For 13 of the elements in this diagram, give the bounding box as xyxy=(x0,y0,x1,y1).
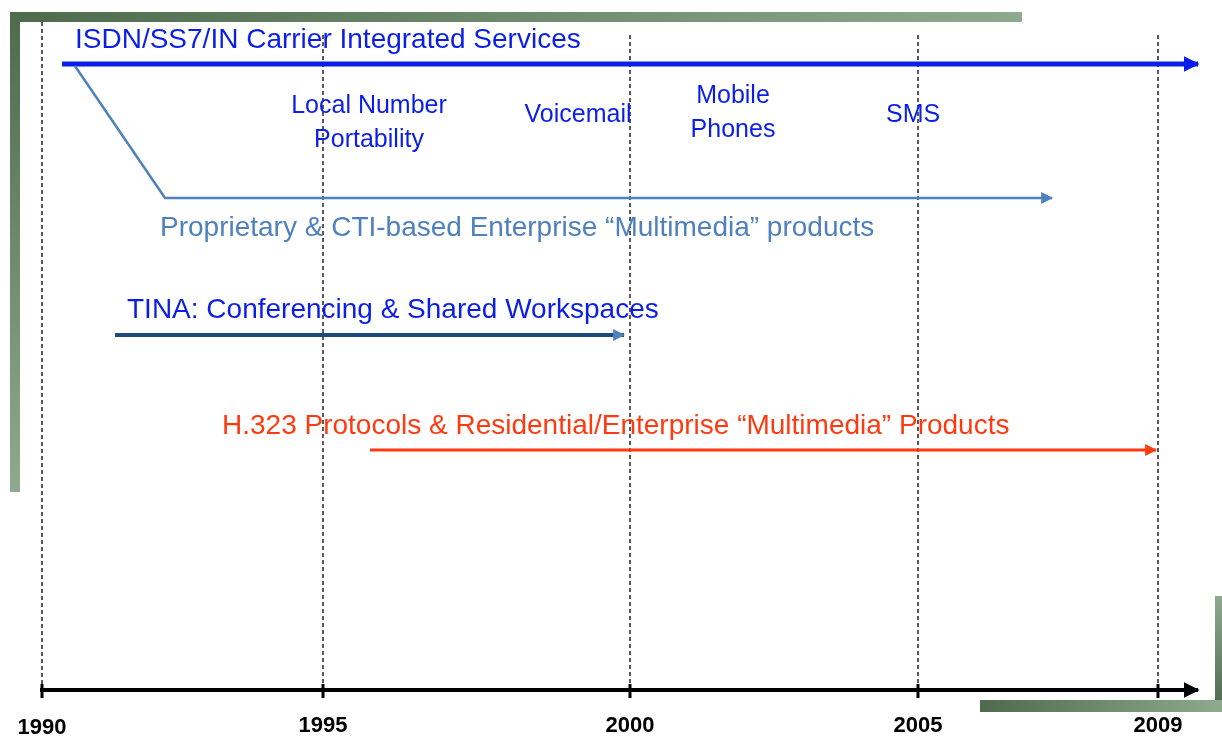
timeline-label: ISDN/SS7/IN Carrier Integrated Services xyxy=(75,22,581,56)
timeline-label: TINA: Conferencing & Shared Workspaces xyxy=(127,292,659,326)
year-label: 2000 xyxy=(605,712,655,739)
milestone-label: SMS xyxy=(886,98,941,128)
year-label: 1990 xyxy=(17,714,67,740)
year-label: 2009 xyxy=(1133,712,1183,739)
milestone-label: Local Number Portability xyxy=(290,89,448,154)
year-label: 2005 xyxy=(893,712,943,739)
year-label: 1995 xyxy=(298,712,348,739)
timeline-label: Proprietary & CTI-based Enterprise “Multimedia” products xyxy=(160,210,875,244)
timeline-label: H.323 Protocols & Residential/Enterprise “Multimedia” Products xyxy=(222,408,1010,442)
milestone-label: Mobile Phones xyxy=(689,79,777,144)
milestone-label: Voicemail xyxy=(524,98,632,128)
